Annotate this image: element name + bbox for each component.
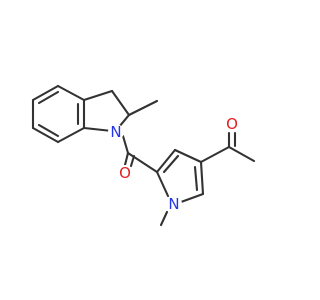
bond-pyrrole-c2-c3-inner bbox=[162, 154, 180, 174]
bond-benzene-4 bbox=[56, 126, 86, 144]
bond-pyrrole-n-methyl bbox=[159, 210, 169, 227]
bond-indoline-c2-n1 bbox=[117, 113, 131, 129]
bond-pyrrole-c5-n1 bbox=[179, 192, 205, 204]
bond-indoline-methyl bbox=[127, 99, 159, 117]
bond-pyrrole-n1-c2 bbox=[155, 170, 170, 198]
chemical-structure-diagram: N O N O bbox=[31, 84, 256, 227]
bond-indoline-c3a-c3 bbox=[82, 89, 114, 102]
bond-benzene-1 bbox=[31, 84, 60, 102]
bond-pyrrole-c4-c5 bbox=[199, 160, 205, 196]
bond-amide-c-o-1 bbox=[123, 151, 130, 167]
indoline-nitrogen-label: N bbox=[110, 123, 121, 141]
bond-amide-n-c bbox=[121, 134, 130, 155]
bond-pyrrole-c3-c4 bbox=[173, 148, 203, 164]
pyrrole-nitrogen-label: N bbox=[168, 195, 179, 213]
bond-acetyl-methyl bbox=[227, 145, 256, 163]
amide-oxygen-label: O bbox=[119, 164, 131, 182]
atom-labels: N O N O bbox=[108, 115, 240, 213]
bond-benzene-1-inner bbox=[37, 90, 60, 105]
bond-pyrrole-c2-c3 bbox=[155, 148, 177, 174]
indoline-nitrogen-background bbox=[108, 124, 124, 140]
bond-benzene-5 bbox=[31, 126, 60, 144]
bond-indoline-c3-c2 bbox=[110, 89, 131, 117]
ketone-oxygen-background bbox=[224, 116, 240, 132]
bond-amide-c-pyrrole bbox=[126, 151, 159, 174]
bond-benzene-2 bbox=[56, 84, 86, 102]
bond-pyrrole-c4-c5-inner bbox=[193, 165, 199, 192]
bond-acetyl-ring-carbonyl bbox=[199, 145, 231, 164]
pyrrole-nitrogen-background bbox=[166, 196, 182, 212]
bond-skeleton bbox=[31, 84, 256, 227]
bond-indoline-n1-c7a bbox=[82, 126, 114, 133]
amide-oxygen-background bbox=[117, 165, 133, 181]
bond-benzene-5-inner bbox=[37, 123, 60, 138]
ketone-oxygen-label: O bbox=[226, 115, 238, 133]
